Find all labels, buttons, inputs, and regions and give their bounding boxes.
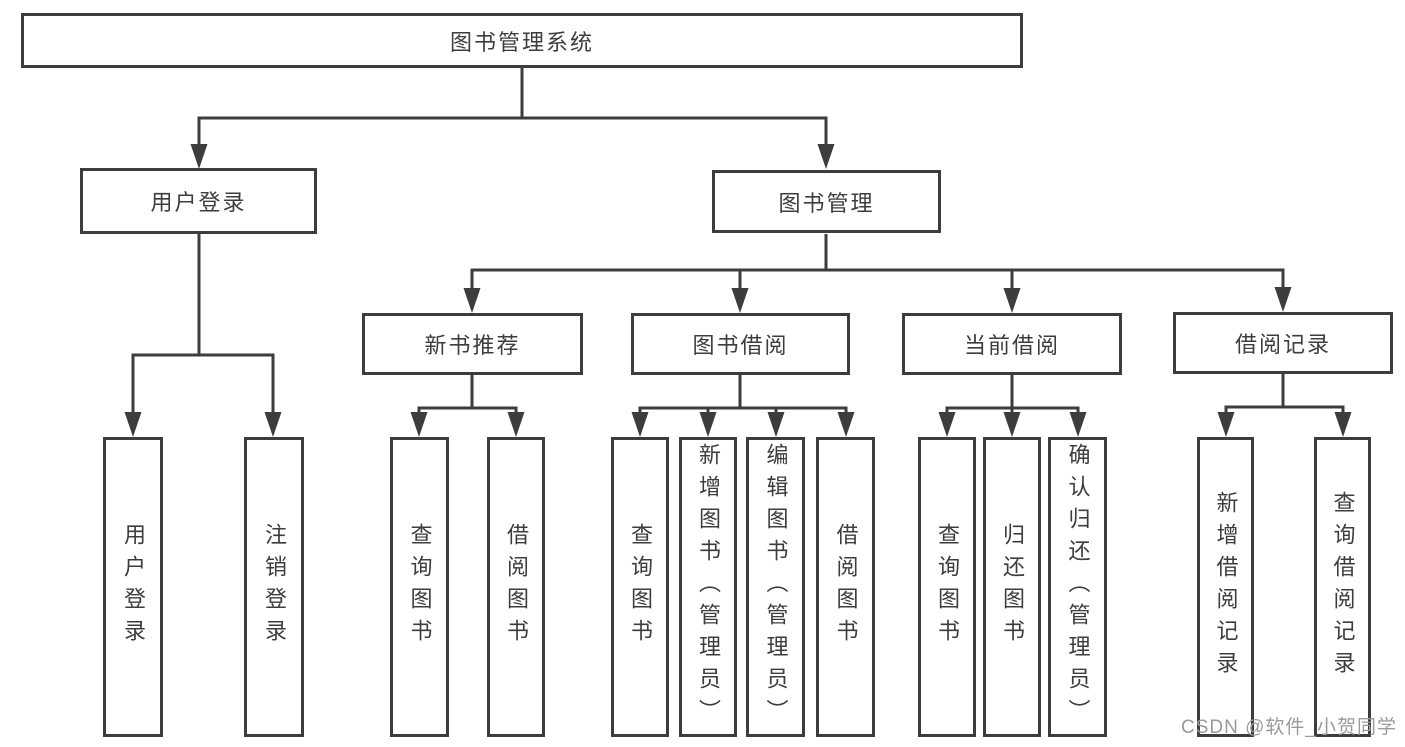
arrowhead-borrowing-edit bbox=[767, 412, 785, 437]
connector-user-login-rail bbox=[131, 353, 275, 414]
node-root-system: 图书管理系统 bbox=[21, 13, 1023, 68]
arrowhead-book-management bbox=[817, 144, 835, 169]
node-book-borrowing-label: 图书借阅 bbox=[692, 333, 789, 358]
connector-level3-rail bbox=[470, 268, 1285, 290]
leaf-current-query-book: 查询图书 bbox=[918, 437, 976, 737]
node-book-management: 图书管理 bbox=[712, 170, 941, 233]
arrowhead-leaf-user-login bbox=[124, 412, 142, 437]
leaf-current-query-book-label: 查询图书 bbox=[935, 523, 960, 651]
connector-recommend-rail bbox=[417, 406, 518, 414]
arrowhead-records-add bbox=[1217, 412, 1235, 437]
leaf-borrowing-edit-book-admin-label: 编辑图书（管理员） bbox=[763, 443, 789, 731]
leaf-records-query-record: 查询借阅记录 bbox=[1314, 437, 1371, 737]
arrowhead-book-borrowing bbox=[731, 288, 749, 313]
leaf-borrowing-query-book: 查询图书 bbox=[611, 437, 669, 737]
csdn-watermark: CSDN @软件_小贺同学 bbox=[1181, 717, 1397, 738]
leaf-logout: 注销登录 bbox=[244, 437, 304, 737]
node-user-login-label: 用户登录 bbox=[150, 190, 247, 215]
leaf-records-add-record-label: 新增借阅记录 bbox=[1213, 491, 1239, 683]
leaf-user-login: 用户登录 bbox=[103, 437, 163, 737]
node-borrowing-records-label: 借阅记录 bbox=[1234, 332, 1331, 357]
leaf-recommend-borrow-book: 借阅图书 bbox=[487, 437, 545, 737]
leaf-current-return-book: 归还图书 bbox=[983, 437, 1041, 737]
leaf-current-confirm-return-admin-label: 确认归还（管理员） bbox=[1065, 443, 1091, 731]
arrowhead-leaf-logout bbox=[264, 412, 282, 437]
arrowhead-borrowing-query bbox=[631, 412, 649, 437]
connector-records-rail bbox=[1224, 405, 1345, 414]
leaf-logout-label: 注销登录 bbox=[262, 523, 287, 651]
node-current-borrowing: 当前借阅 bbox=[902, 313, 1122, 375]
leaf-current-return-book-label: 归还图书 bbox=[1000, 523, 1025, 651]
leaf-borrowing-edit-book-admin: 编辑图书（管理员） bbox=[746, 437, 805, 737]
node-new-book-recommendation-label: 新书推荐 bbox=[424, 333, 521, 358]
leaf-recommend-borrow-book-label: 借阅图书 bbox=[504, 523, 529, 651]
leaf-borrowing-add-book-admin: 新增图书（管理员） bbox=[679, 437, 737, 737]
arrowhead-records-query bbox=[1334, 412, 1352, 437]
node-root-system-label: 图书管理系统 bbox=[449, 29, 594, 55]
arrowhead-recommend-borrow bbox=[507, 412, 525, 437]
arrowhead-current-borrowing bbox=[1003, 288, 1021, 313]
leaf-current-confirm-return-admin: 确认归还（管理员） bbox=[1048, 437, 1107, 737]
connector-level1-rail bbox=[197, 116, 828, 147]
node-user-login: 用户登录 bbox=[80, 168, 317, 234]
arrowhead-current-confirm bbox=[1069, 412, 1087, 437]
node-borrowing-records: 借阅记录 bbox=[1173, 312, 1393, 374]
arrowhead-recommend-query bbox=[410, 412, 428, 437]
node-new-book-recommendation: 新书推荐 bbox=[362, 313, 583, 375]
leaf-borrowing-query-book-label: 查询图书 bbox=[628, 523, 653, 651]
leaf-recommend-query-book-label: 查询图书 bbox=[407, 523, 433, 651]
node-current-borrowing-label: 当前借阅 bbox=[963, 333, 1060, 358]
leaf-borrowing-add-book-admin-label: 新增图书（管理员） bbox=[696, 443, 721, 731]
leaf-borrowing-borrow-book: 借阅图书 bbox=[816, 437, 875, 737]
leaf-user-login-label: 用户登录 bbox=[121, 523, 146, 651]
leaf-recommend-query-book: 查询图书 bbox=[390, 437, 449, 737]
arrowhead-current-query bbox=[938, 412, 956, 437]
arrowhead-user-login bbox=[190, 144, 208, 169]
node-book-borrowing: 图书借阅 bbox=[631, 313, 850, 375]
leaf-records-add-record: 新增借阅记录 bbox=[1197, 437, 1254, 737]
arrowhead-current-return bbox=[1003, 412, 1021, 437]
leaf-borrowing-borrow-book-label: 借阅图书 bbox=[833, 523, 859, 651]
node-book-management-label: 图书管理 bbox=[778, 190, 875, 216]
arrowhead-borrowing-add bbox=[699, 412, 717, 437]
leaf-records-query-record-label: 查询借阅记录 bbox=[1330, 491, 1356, 683]
arrowhead-borrowing-borrow bbox=[837, 412, 855, 437]
arrowhead-borrowing-records bbox=[1274, 287, 1292, 312]
connector-borrowing-rail bbox=[638, 406, 848, 414]
arrowhead-new-book-recommendation bbox=[463, 288, 481, 313]
